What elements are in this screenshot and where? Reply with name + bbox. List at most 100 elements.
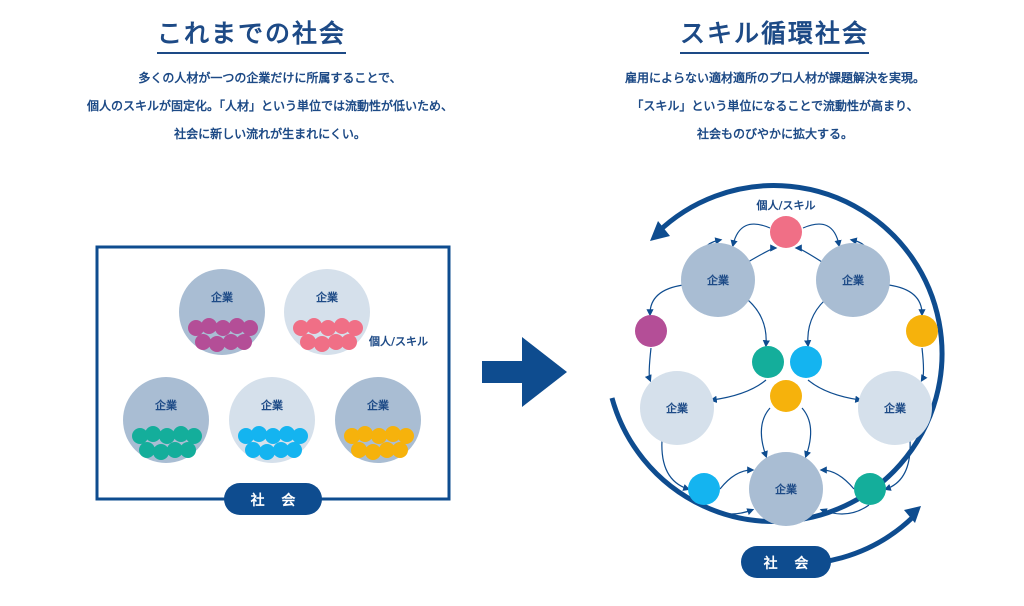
skill-dot	[770, 216, 802, 248]
company-label: 企業	[665, 401, 689, 415]
flow-link	[802, 223, 842, 248]
skill-dot	[195, 334, 211, 350]
company-circle: 企業	[858, 371, 932, 445]
skill-dot	[385, 426, 401, 442]
society-pill	[224, 483, 322, 515]
skill-flow-links	[644, 223, 928, 516]
skill-dot	[279, 426, 295, 442]
company-label: 企業	[210, 290, 234, 304]
company-label: 企業	[706, 273, 730, 287]
skill-dot	[242, 320, 258, 336]
outer-cycle-arrowhead	[650, 221, 670, 241]
company-label: 企業	[366, 398, 390, 412]
skill-dot	[188, 320, 204, 336]
skill-dot	[351, 442, 367, 458]
skill-dot	[347, 320, 363, 336]
skill-dot-group	[293, 318, 363, 352]
skill-dot	[334, 318, 350, 334]
flow-link	[747, 244, 778, 263]
flow-link	[920, 347, 928, 383]
company-circle: 企業	[123, 377, 209, 463]
left-description: 多くの人材が一つの企業だけに所属することで、 個人のスキルが固定化。「人材」とい…	[30, 64, 510, 148]
left-desc-line-3: 社会に新しい流れが生まれにくい。	[174, 127, 366, 141]
skill-dot	[752, 346, 784, 378]
skill-dot	[223, 334, 239, 350]
flow-link	[804, 299, 826, 348]
circulation-society-group: 企業 企業 企業 企業 企業 個人/スキル 社 会	[609, 183, 945, 578]
skill-dot	[180, 442, 196, 458]
skill-dot	[306, 318, 322, 334]
left-desc-line-1: 多くの人材が一つの企業だけに所属することで、	[138, 71, 402, 85]
company-circle: 企業	[640, 371, 714, 445]
company-label: 企業	[841, 273, 865, 287]
skill-dot	[371, 428, 387, 444]
company-circle: 企業	[816, 243, 890, 317]
transition-arrow	[482, 337, 567, 407]
skill-dot	[209, 336, 225, 352]
company-label: 企業	[154, 398, 178, 412]
skill-dot	[186, 428, 202, 444]
company-circle: 企業	[179, 269, 265, 355]
skill-dot	[790, 346, 822, 378]
skill-dot	[344, 428, 360, 444]
company-circle: 企業	[284, 269, 370, 355]
company-label: 企業	[774, 482, 798, 496]
flow-link	[661, 439, 691, 491]
skill-dot	[201, 318, 217, 334]
skill-dot	[251, 426, 267, 442]
skill-dot	[245, 442, 261, 458]
right-desc-line-3: 社会ものびやかに拡大する。	[696, 127, 853, 141]
skill-dot	[906, 315, 938, 347]
skill-dot	[770, 380, 802, 412]
flow-link	[888, 284, 926, 317]
skill-dot	[314, 336, 330, 352]
skill-dot	[854, 473, 886, 505]
skill-dot	[320, 320, 336, 336]
skill-dot-group	[188, 318, 258, 352]
society-pill	[741, 546, 831, 578]
left-title: これまでの社会	[157, 14, 347, 54]
skill-dot	[265, 428, 281, 444]
society-label: 社 会	[763, 555, 815, 572]
company-circle: 企業	[229, 377, 315, 463]
skill-dot-group	[238, 426, 308, 460]
company-label: 企業	[883, 401, 907, 415]
skill-dot	[145, 426, 161, 442]
flow-link	[730, 223, 771, 248]
skill-dot	[286, 442, 302, 458]
right-description: 雇用によらない適材適所のプロ人材が課題解決を実現。 「スキル」という単位になるこ…	[540, 64, 1010, 148]
skill-dot	[259, 444, 275, 460]
flow-link	[644, 347, 652, 383]
outer-cycle-arrowhead	[904, 506, 921, 523]
skill-dot	[300, 334, 316, 350]
skill-dot	[365, 444, 381, 460]
skill-dot	[341, 334, 357, 350]
company-label: 企業	[260, 398, 284, 412]
skill-dot	[635, 315, 667, 347]
company-circle: 企業	[335, 377, 421, 463]
company-circle: 企業	[749, 452, 823, 526]
flow-link	[704, 504, 755, 516]
skill-dot	[167, 442, 183, 458]
company-label: 企業	[315, 290, 339, 304]
skill-dot	[173, 426, 189, 442]
left-desc-line-2: 個人のスキルが固定化。「人材」という単位では流動性が低いため、	[86, 99, 453, 113]
skill-dot	[398, 428, 414, 444]
skill-dot	[357, 426, 373, 442]
right-desc-line-1: 雇用によらない適材適所のプロ人材が課題解決を実現。	[624, 71, 925, 85]
company-circle: 企業	[681, 243, 755, 317]
right-desc-line-2: 「スキル」という単位になることで流動性が高まり、	[631, 99, 919, 113]
skill-dot	[159, 428, 175, 444]
skill-dot	[392, 442, 408, 458]
flow-link	[747, 299, 770, 348]
skill-dot	[153, 444, 169, 460]
skill-dot	[292, 428, 308, 444]
skill-label: 個人/スキル	[755, 198, 815, 212]
skill-dot	[293, 320, 309, 336]
skill-dot	[328, 334, 344, 350]
skill-dot	[215, 320, 231, 336]
flow-link	[760, 407, 771, 459]
skill-dot-group	[132, 426, 202, 460]
flow-link	[719, 466, 755, 490]
